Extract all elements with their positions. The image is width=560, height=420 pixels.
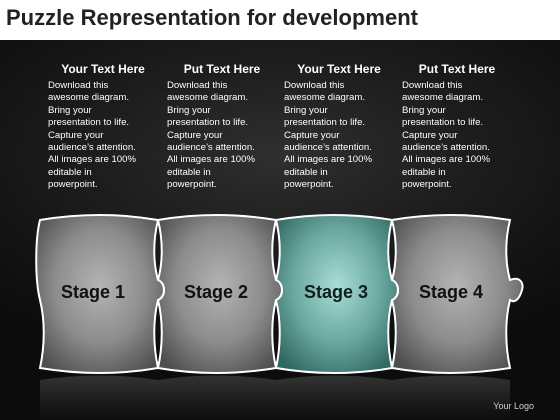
stage-label-4: Stage 4: [419, 282, 483, 302]
column-body: Download this awesome diagram. Bring you…: [280, 80, 398, 192]
reflection: [40, 375, 510, 420]
body-line: All images are 100%: [284, 154, 372, 166]
body-line: Bring your: [284, 104, 328, 116]
body-line: presentation to life.: [167, 117, 249, 129]
body-line: Bring your: [167, 104, 211, 116]
title-bar: Puzzle Representation for development: [0, 0, 560, 40]
text-column-2: Put Text Here Download this awesome diag…: [163, 62, 281, 192]
body-line: editable in: [167, 166, 211, 178]
body-line: Capture your: [167, 129, 223, 141]
body-line: All images are 100%: [167, 154, 255, 166]
body-line: powerpoint.: [167, 179, 217, 191]
body-line: audience’s attention.: [48, 142, 136, 154]
body-line: Capture your: [284, 129, 340, 141]
body-line: Bring your: [402, 104, 446, 116]
reflection-piece-2: [158, 375, 276, 420]
body-line: All images are 100%: [48, 154, 136, 166]
body-line: editable in: [48, 166, 92, 178]
reflection-piece-3: [276, 375, 392, 420]
body-line: presentation to life.: [284, 117, 366, 129]
body-line: Capture your: [402, 129, 458, 141]
body-line: audience’s attention.: [167, 142, 255, 154]
body-line: audience’s attention.: [284, 142, 372, 154]
body-line: awesome diagram.: [167, 92, 249, 104]
body-line: powerpoint.: [402, 179, 452, 191]
body-line: awesome diagram.: [48, 92, 130, 104]
body-line: presentation to life.: [402, 117, 484, 129]
body-line: audience’s attention.: [402, 142, 490, 154]
column-body: Download this awesome diagram. Bring you…: [163, 80, 281, 192]
stage-label-2: Stage 2: [184, 282, 248, 302]
text-column-1: Your Text Here Download this awesome dia…: [44, 62, 162, 192]
body-line: Download this: [402, 80, 463, 91]
column-heading: Your Text Here: [61, 62, 145, 76]
body-line: Capture your: [48, 129, 104, 141]
puzzle-piece-1: [35, 214, 165, 374]
column-heading: Your Text Here: [297, 62, 381, 76]
column-body: Download this awesome diagram. Bring you…: [398, 80, 516, 192]
reflection-piece-4: [392, 375, 510, 420]
column-heading: Put Text Here: [418, 62, 496, 76]
column-heading: Put Text Here: [183, 62, 261, 76]
body-line: Download this: [284, 80, 345, 91]
logo-placeholder: Your Logo: [493, 401, 534, 411]
body-line: editable in: [402, 166, 446, 178]
body-line: Bring your: [48, 104, 92, 116]
column-body: Download this awesome diagram. Bring you…: [44, 80, 162, 192]
text-column-3: Your Text Here Download this awesome dia…: [280, 62, 398, 192]
reflection-piece-1: [40, 375, 158, 420]
stage-label-3: Stage 3: [304, 282, 368, 302]
page-title: Puzzle Representation for development: [6, 5, 418, 30]
text-column-4: Put Text Here Download this awesome diag…: [398, 62, 516, 192]
body-line: editable in: [284, 166, 328, 178]
body-line: Download this: [48, 80, 109, 91]
body-line: awesome diagram.: [284, 92, 366, 104]
body-line: powerpoint.: [284, 179, 334, 191]
body-line: presentation to life.: [48, 117, 130, 129]
body-line: powerpoint.: [48, 179, 98, 191]
body-line: awesome diagram.: [402, 92, 484, 104]
body-line: All images are 100%: [402, 154, 490, 166]
body-line: Download this: [167, 80, 228, 91]
stage-label-1: Stage 1: [61, 282, 125, 302]
